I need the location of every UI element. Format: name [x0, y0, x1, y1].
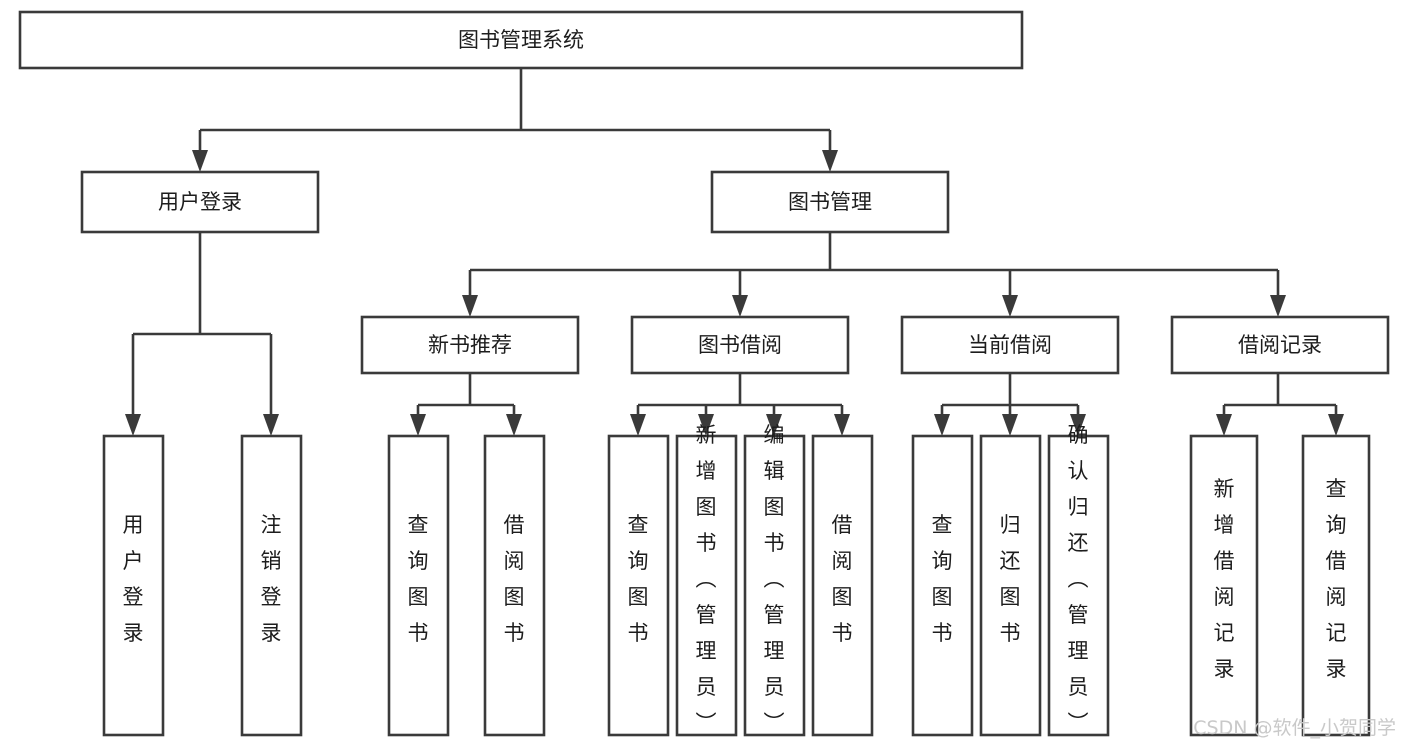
- node-root-box[interactable]: [18, 10, 1024, 70]
- arrowhead-book-borrow: [732, 295, 748, 317]
- node-root-label: 图书管理系统: [458, 28, 584, 52]
- connector-layer: [125, 68, 1344, 436]
- arrowhead-leaf-confirm-return: [1070, 414, 1086, 436]
- arrowhead-leaf-user-login: [125, 414, 141, 436]
- node-leaf-query-book-1-box[interactable]: [387, 434, 450, 737]
- node-new-book-rec[interactable]: 新书推荐: [360, 315, 580, 375]
- node-root[interactable]: 图书管理系统: [18, 10, 1024, 70]
- arrowhead-leaf-borrow-book-1: [506, 414, 522, 436]
- leaf-nodes-layer: 用户登录 注销登录 查询图书 借阅图书 查询图书 新增图书︵管理员︶: [102, 423, 1371, 737]
- node-leaf-query-book-3-box[interactable]: [911, 434, 974, 737]
- arrowhead-user-login: [192, 150, 208, 172]
- node-new-book-rec-label: 新书推荐: [428, 333, 512, 357]
- node-leaf-query-book-2-label: 查询图书: [628, 513, 649, 645]
- node-leaf-edit-book-label: 编辑图书︵管理员︶: [764, 423, 785, 735]
- node-leaf-return-book[interactable]: 归还图书: [979, 434, 1042, 737]
- node-leaf-edit-book[interactable]: 编辑图书︵管理员︶: [743, 423, 806, 737]
- node-borrow-record-box[interactable]: [1170, 315, 1390, 375]
- node-current-borrow-box[interactable]: [900, 315, 1120, 375]
- node-leaf-add-record-label: 新增借阅记录: [1214, 477, 1235, 681]
- arrowhead-book-manage: [822, 150, 838, 172]
- node-leaf-borrow-book-1-box[interactable]: [483, 434, 546, 737]
- node-leaf-confirm-return-label: 确认归还︵管理员︶: [1068, 423, 1089, 735]
- node-user-login-box[interactable]: [80, 170, 320, 234]
- node-leaf-query-record[interactable]: 查询借阅记录: [1301, 434, 1371, 737]
- node-leaf-query-book-2-box[interactable]: [607, 434, 670, 737]
- node-book-borrow-label: 图书借阅: [698, 333, 782, 357]
- node-leaf-add-record-box[interactable]: [1189, 434, 1259, 737]
- node-current-borrow-label: 当前借阅: [968, 333, 1052, 357]
- node-leaf-edit-book-box[interactable]: [743, 434, 806, 737]
- arrowhead-leaf-borrow-book-2: [834, 414, 850, 436]
- node-leaf-user-logout-label: 注销登录: [261, 513, 282, 645]
- node-leaf-query-book-2[interactable]: 查询图书: [607, 434, 670, 737]
- arrowhead-new-book-rec: [462, 295, 478, 317]
- node-borrow-record-label: 借阅记录: [1238, 333, 1322, 357]
- node-leaf-borrow-book-2-box[interactable]: [811, 434, 874, 737]
- node-leaf-query-book-1-label: 查询图书: [408, 513, 429, 645]
- node-leaf-return-book-label: 归还图书: [1000, 513, 1021, 645]
- node-leaf-borrow-book-2[interactable]: 借阅图书: [811, 434, 874, 737]
- arrowhead-leaf-query-book-1: [410, 414, 426, 436]
- arrowhead-leaf-return-book: [1002, 414, 1018, 436]
- arrowhead-leaf-query-record: [1328, 414, 1344, 436]
- node-leaf-add-book[interactable]: 新增图书︵管理员︶: [675, 423, 738, 737]
- arrowhead-leaf-query-book-2: [630, 414, 646, 436]
- node-leaf-user-logout-box[interactable]: [240, 434, 303, 737]
- node-leaf-query-record-box[interactable]: [1301, 434, 1371, 737]
- node-leaf-user-login[interactable]: 用户登录: [102, 434, 165, 737]
- arrowhead-leaf-edit-book: [766, 414, 782, 436]
- node-leaf-user-logout[interactable]: 注销登录: [240, 434, 303, 737]
- node-book-manage[interactable]: 图书管理: [710, 170, 950, 234]
- arrowhead-leaf-add-book: [698, 414, 714, 436]
- csdn-watermark: CSDN @软件_小贺同学: [1193, 717, 1396, 739]
- node-leaf-confirm-return[interactable]: 确认归还︵管理员︶: [1047, 423, 1110, 737]
- arrowhead-leaf-query-book-3: [934, 414, 950, 436]
- node-book-manage-box[interactable]: [710, 170, 950, 234]
- arrowhead-leaf-add-record: [1216, 414, 1232, 436]
- node-leaf-add-record[interactable]: 新增借阅记录: [1189, 434, 1259, 737]
- node-borrow-record[interactable]: 借阅记录: [1170, 315, 1390, 375]
- node-leaf-add-book-box[interactable]: [675, 434, 738, 737]
- node-leaf-query-record-label: 查询借阅记录: [1326, 477, 1347, 681]
- node-leaf-query-book-3[interactable]: 查询图书: [911, 434, 974, 737]
- node-user-login[interactable]: 用户登录: [80, 170, 320, 234]
- node-user-login-label: 用户登录: [158, 190, 242, 214]
- node-current-borrow[interactable]: 当前借阅: [900, 315, 1120, 375]
- node-leaf-borrow-book-1[interactable]: 借阅图书: [483, 434, 546, 737]
- node-leaf-query-book-1[interactable]: 查询图书: [387, 434, 450, 737]
- node-book-borrow[interactable]: 图书借阅: [630, 315, 850, 375]
- arrowhead-leaf-user-logout: [263, 414, 279, 436]
- node-leaf-borrow-book-1-label: 借阅图书: [504, 513, 525, 645]
- node-leaf-query-book-3-label: 查询图书: [932, 513, 953, 645]
- node-leaf-return-book-box[interactable]: [979, 434, 1042, 737]
- node-new-book-rec-box[interactable]: [360, 315, 580, 375]
- node-leaf-add-book-label: 新增图书︵管理员︶: [696, 423, 717, 735]
- node-leaf-user-login-box[interactable]: [102, 434, 165, 737]
- node-leaf-confirm-return-box[interactable]: [1047, 434, 1110, 737]
- arrowhead-current-borrow: [1002, 295, 1018, 317]
- node-leaf-borrow-book-2-label: 借阅图书: [832, 513, 853, 645]
- node-book-borrow-box[interactable]: [630, 315, 850, 375]
- arrowhead-borrow-record: [1270, 295, 1286, 317]
- node-book-manage-label: 图书管理: [788, 190, 872, 214]
- node-leaf-user-login-label: 用户登录: [123, 513, 144, 645]
